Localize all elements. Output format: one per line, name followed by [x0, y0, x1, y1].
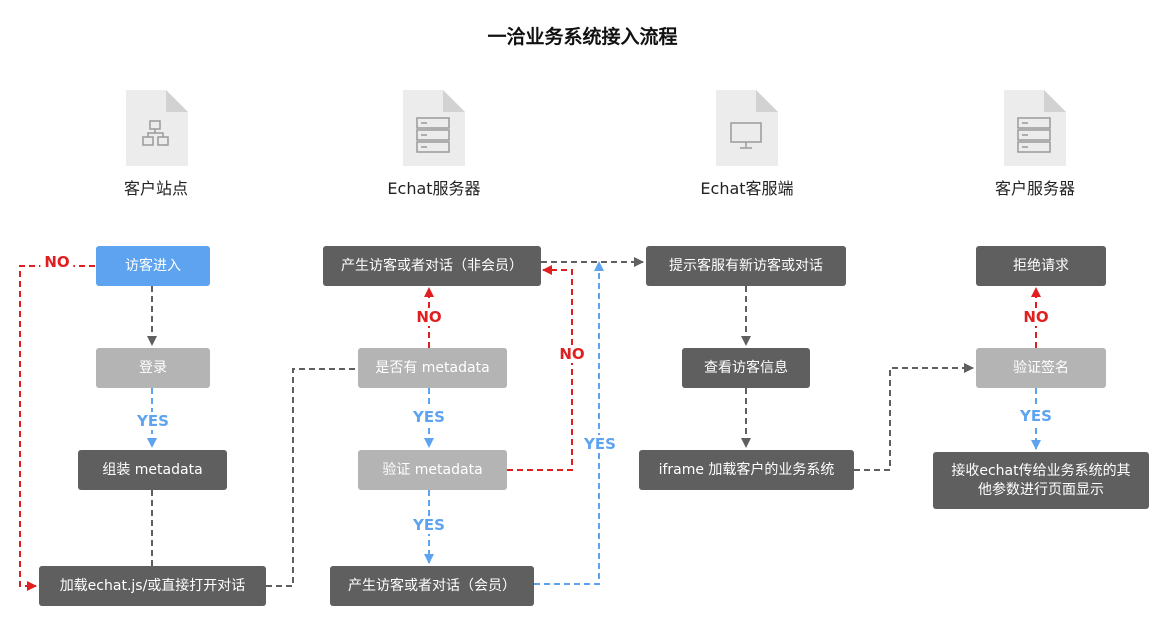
edge-label-yes: YES	[1016, 407, 1056, 425]
edge-label-yes: YES	[133, 412, 173, 430]
column-label-echat-server: Echat服务器	[387, 179, 481, 198]
edge-label-yes: YES	[409, 408, 449, 426]
node-view-visitor: 查看访客信息	[682, 348, 810, 388]
edge-label-no: NO	[40, 253, 74, 271]
edge-label-yes: YES	[409, 516, 449, 534]
node-has-metadata: 是否有 metadata	[358, 348, 507, 388]
node-visitor-enter: 访客进入	[96, 246, 210, 286]
node-create-nonmember: 产生访客或者对话（非会员）	[323, 246, 541, 286]
edge-label-no: NO	[412, 308, 446, 326]
node-receive-params: 接收echat传给业务系统的其他参数进行页面显示	[933, 452, 1149, 509]
column-label-customer-site: 客户站点	[123, 179, 188, 198]
node-create-member: 产生访客或者对话（会员）	[330, 566, 534, 606]
node-reject: 拒绝请求	[976, 246, 1106, 286]
node-load-echat: 加载echat.js/或直接打开对话	[39, 566, 266, 606]
server-icon	[1004, 90, 1066, 166]
monitor-icon	[716, 90, 778, 166]
node-login: 登录	[96, 348, 210, 388]
node-verify-metadata: 验证 metadata	[358, 450, 507, 490]
edge-label-yes: YES	[580, 435, 620, 453]
column-label-echat-agent: Echat客服端	[700, 179, 794, 198]
column-label-customer-server: 客户服务器	[994, 179, 1075, 198]
node-iframe-load: iframe 加载客户的业务系统	[639, 450, 854, 490]
node-assemble-metadata: 组装 metadata	[78, 450, 227, 490]
edge-label-no: NO	[1019, 308, 1053, 326]
page-title: 一洽业务系统接入流程	[487, 26, 678, 48]
node-verify-sign: 验证签名	[976, 348, 1106, 388]
sitemap-icon	[126, 90, 188, 166]
node-notify-agent: 提示客服有新访客或对话	[646, 246, 846, 286]
server-icon	[403, 90, 465, 166]
edge-label-no: NO	[555, 345, 589, 363]
